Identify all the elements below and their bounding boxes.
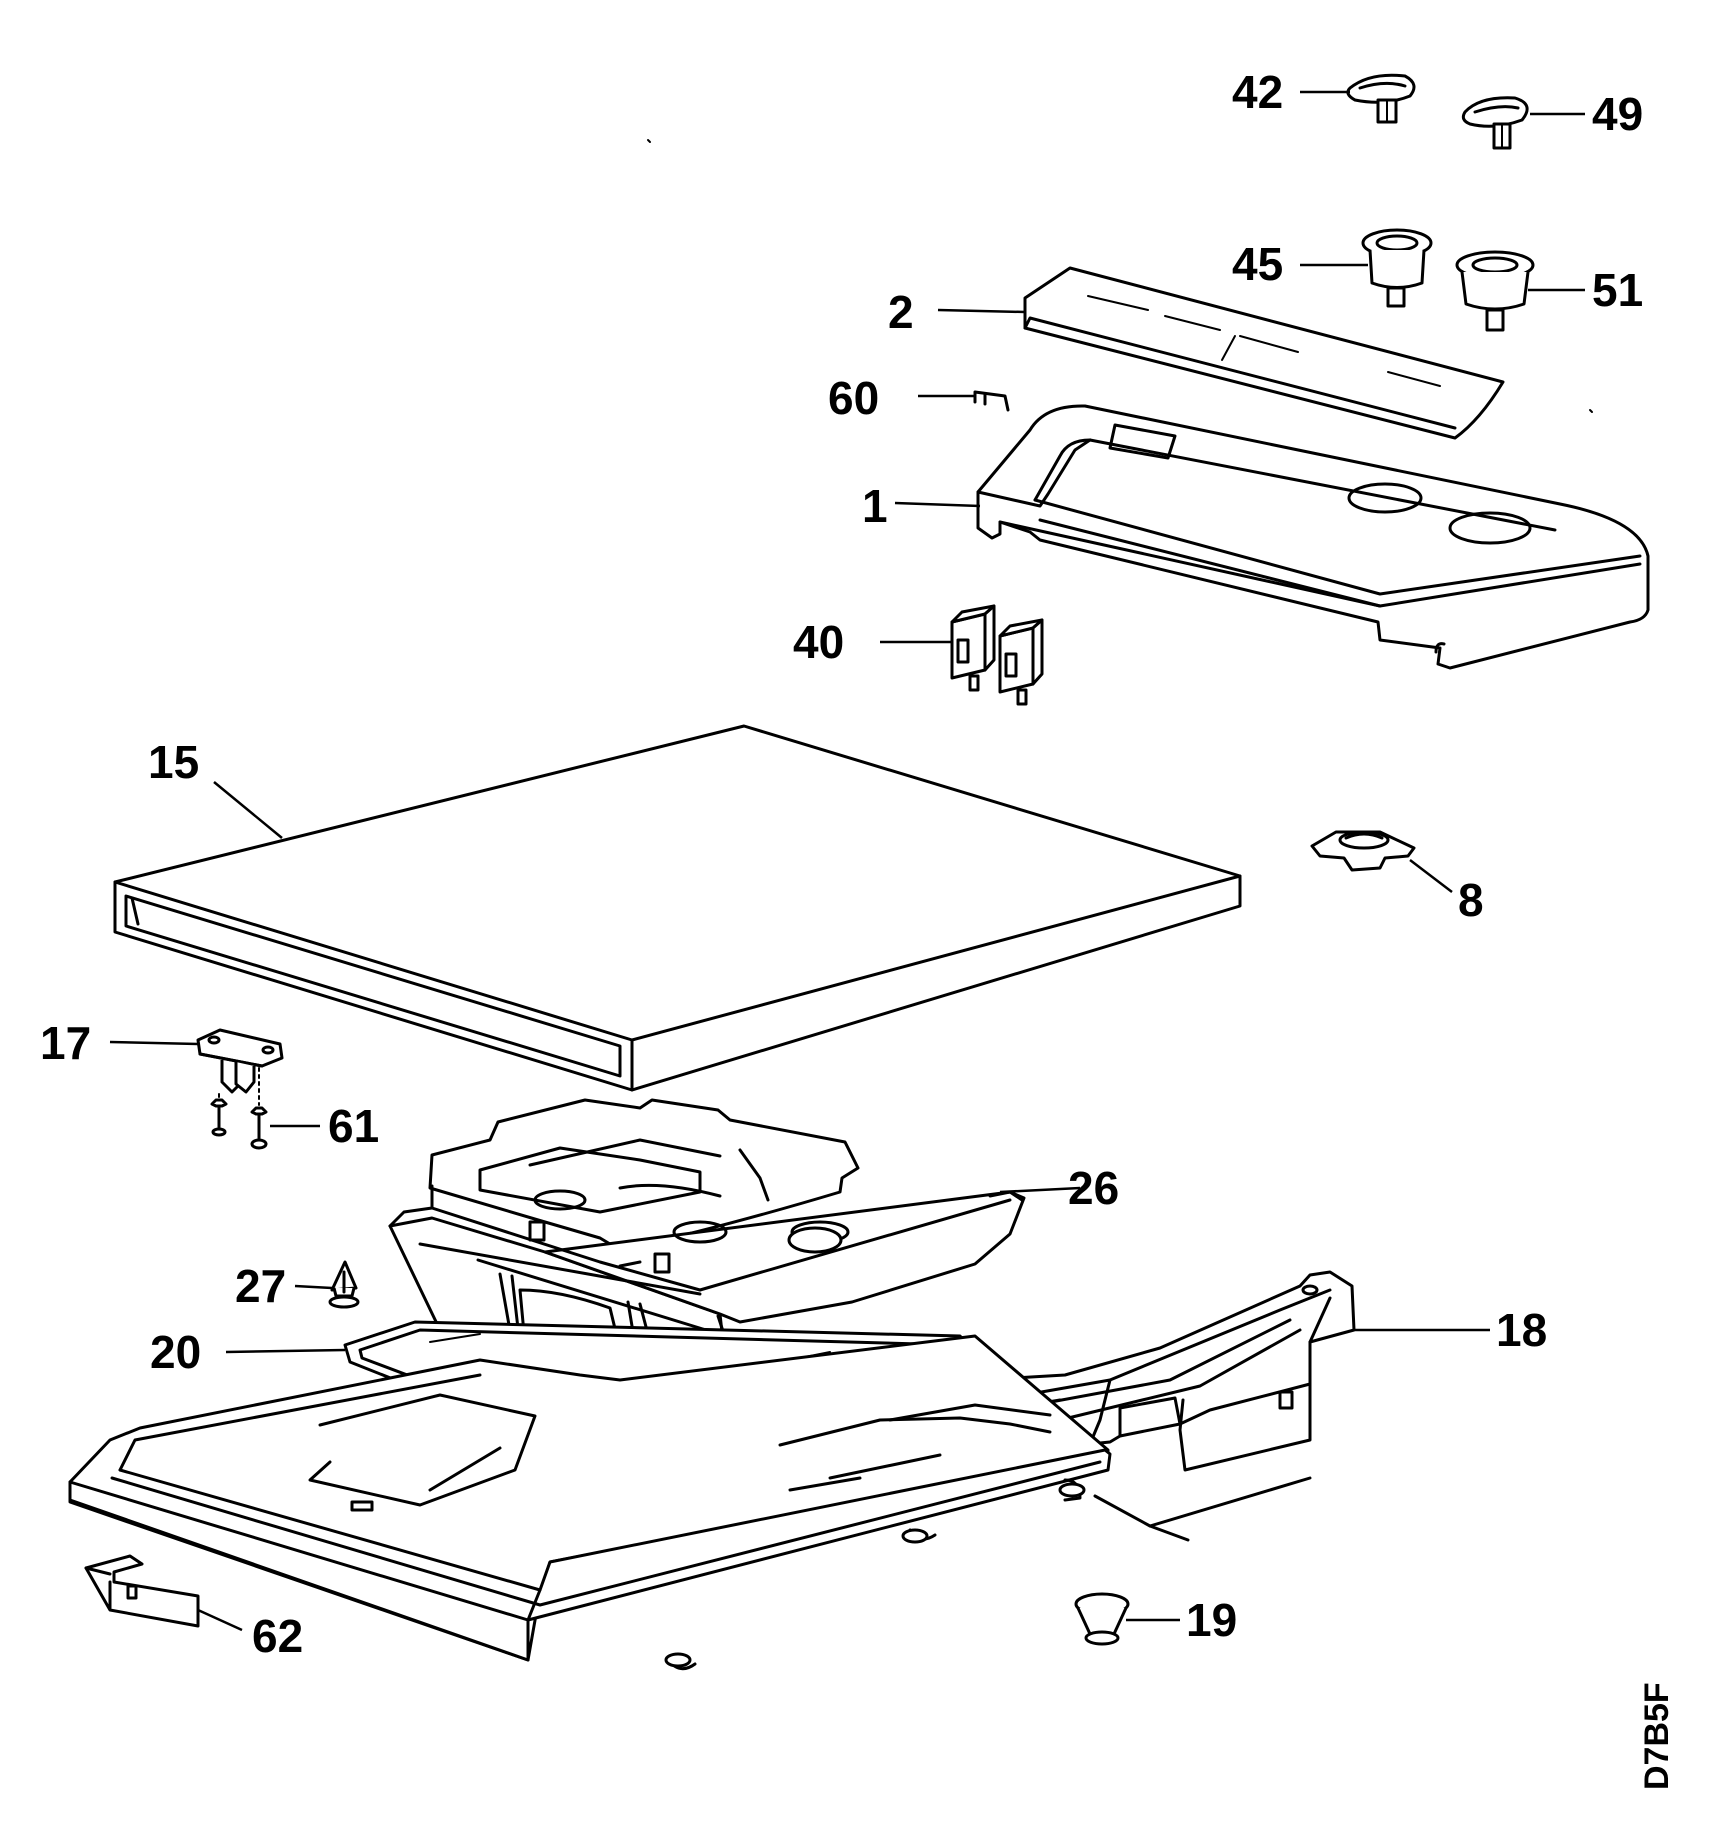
leader-17 xyxy=(109,1040,199,1046)
leader-20 xyxy=(225,1348,346,1354)
label-20: 20 xyxy=(150,1326,201,1378)
drawing-code: D7B5F xyxy=(1638,1682,1676,1790)
leader-2 xyxy=(937,308,1026,314)
label-18: 18 xyxy=(1496,1304,1547,1356)
label-45: 45 xyxy=(1232,238,1283,290)
label-42: 42 xyxy=(1232,66,1283,118)
leader-26 xyxy=(999,1186,1081,1194)
label-19: 19 xyxy=(1186,1594,1237,1646)
part-1-control-panel xyxy=(976,404,1650,670)
label-26: 26 xyxy=(1068,1162,1119,1214)
part-cabinet-frame xyxy=(68,1334,1312,1671)
leader-62 xyxy=(197,1608,243,1632)
registration-mark xyxy=(1589,409,1593,413)
part-40-switch xyxy=(950,604,1044,706)
part-51-bezel xyxy=(1455,250,1535,332)
leader-1 xyxy=(894,501,981,508)
leader-8 xyxy=(1409,859,1453,893)
part-15-worktop xyxy=(113,724,1242,1092)
label-17: 17 xyxy=(40,1017,91,1069)
label-15: 15 xyxy=(148,736,199,788)
part-42-knob xyxy=(1346,73,1416,124)
part-19-foot xyxy=(1074,1592,1130,1646)
leader-27 xyxy=(294,1284,333,1290)
part-45-bezel xyxy=(1361,228,1433,308)
label-8: 8 xyxy=(1458,874,1484,926)
label-49: 49 xyxy=(1592,88,1643,140)
part-2-trim-strip xyxy=(1023,266,1505,440)
part-17-hinge-bracket xyxy=(196,1028,284,1094)
label-40: 40 xyxy=(793,616,844,668)
part-60-clip xyxy=(973,390,1010,412)
part-27-push-rivet xyxy=(328,1260,360,1309)
label-61: 61 xyxy=(328,1100,379,1152)
registration-mark xyxy=(647,139,651,143)
part-62-latch xyxy=(84,1554,200,1628)
label-27: 27 xyxy=(235,1260,286,1312)
part-61-screws xyxy=(210,1067,268,1150)
label-62: 62 xyxy=(252,1610,303,1662)
label-51: 51 xyxy=(1592,264,1643,316)
label-60: 60 xyxy=(828,372,879,424)
leader-15 xyxy=(213,781,283,839)
label-1: 1 xyxy=(862,480,888,532)
part-49-knob xyxy=(1461,96,1529,150)
label-2: 2 xyxy=(888,286,914,338)
part-8-bearing xyxy=(1310,830,1416,872)
